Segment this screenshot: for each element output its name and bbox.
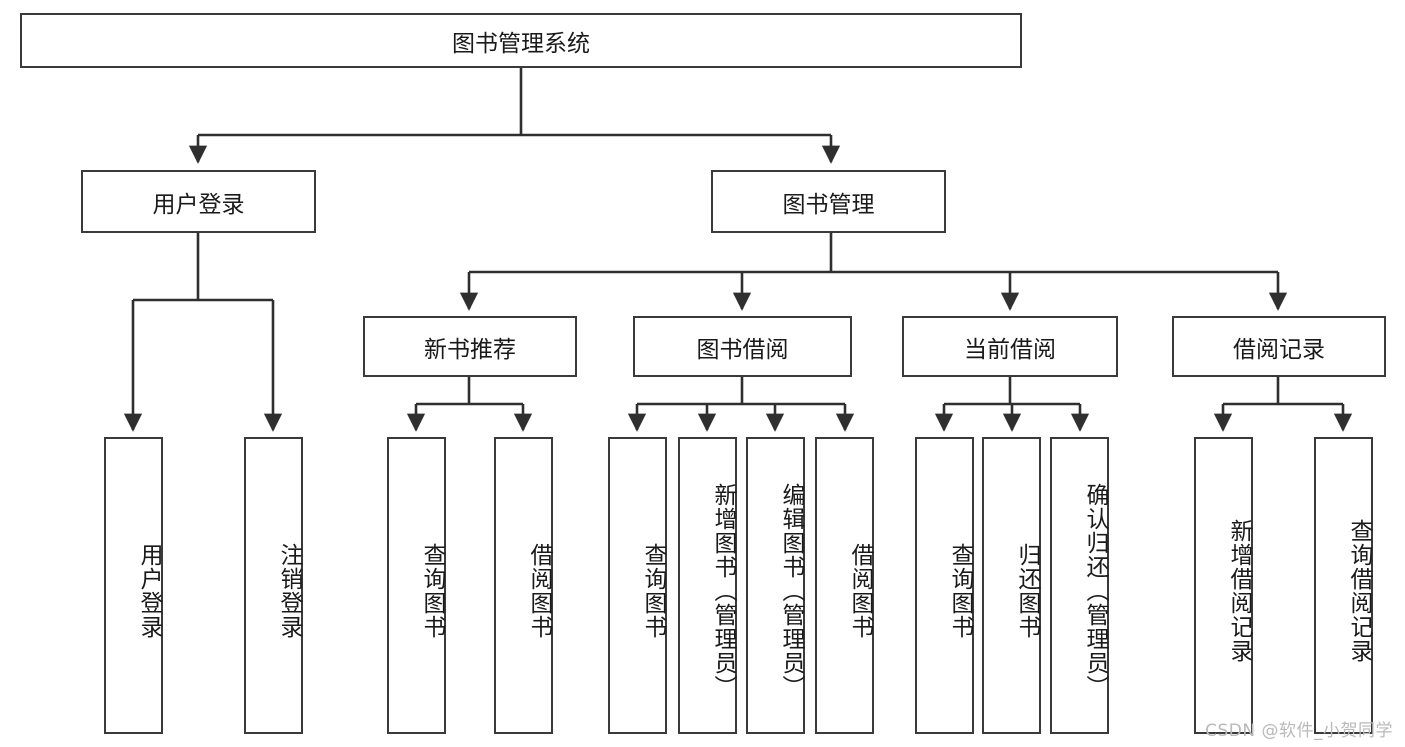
leaf-recommend-borrow-book[interactable]: 借阅图书 [494,437,553,734]
node-label: 图书管理 [782,191,875,218]
node-label: 查询图书 [419,542,445,639]
node-label: 查询图书 [640,542,666,639]
node-label: 新书推荐 [424,336,516,363]
node-label: 查询借阅记录 [1346,518,1372,663]
node-label: 注销登录 [276,542,302,639]
node-label: 借阅记录 [1233,336,1325,363]
node-label: 新增借阅记录 [1226,518,1252,663]
node-book-borrow[interactable]: 图书借阅 [633,316,852,377]
leaf-borrow-edit-book-admin[interactable]: 编辑图书（管理员） [746,437,805,734]
node-book-management[interactable]: 图书管理 [711,170,946,233]
node-label: 借阅图书 [847,542,873,639]
leaf-borrow-query-book[interactable]: 查询图书 [608,437,667,734]
leaf-current-confirm-return-admin[interactable]: 确认归还（管理员） [1050,437,1109,734]
node-borrow-record[interactable]: 借阅记录 [1172,316,1386,377]
node-label: 图书管理系统 [452,30,590,57]
node-label: 用户登录 [152,191,245,218]
leaf-borrow-add-book-admin[interactable]: 新增图书（管理员） [678,437,737,734]
csdn-watermark: CSDN @软件_小贺同学 [1205,721,1393,741]
leaf-recommend-query-book[interactable]: 查询图书 [387,437,446,734]
leaf-borrow-borrow-book[interactable]: 借阅图书 [815,437,874,734]
node-new-book-recommend[interactable]: 新书推荐 [363,316,577,377]
leaf-current-query-book[interactable]: 查询图书 [915,437,974,734]
node-root-system[interactable]: 图书管理系统 [20,13,1022,68]
node-label: 借阅图书 [526,542,552,639]
leaf-user-login-login[interactable]: 用户登录 [104,437,163,734]
node-label: 查询图书 [947,542,973,639]
node-label: 图书借阅 [696,336,789,363]
node-label: 当前借阅 [964,336,1056,363]
node-current-borrow[interactable]: 当前借阅 [902,316,1118,377]
leaf-current-return-book[interactable]: 归还图书 [982,437,1041,734]
node-label: 编辑图书（管理员） [778,482,804,699]
node-user-login[interactable]: 用户登录 [81,170,316,233]
node-label: 新增图书（管理员） [710,482,736,699]
leaf-record-query-record[interactable]: 查询借阅记录 [1314,437,1373,734]
node-label: 用户登录 [136,542,162,639]
leaf-record-add-record[interactable]: 新增借阅记录 [1194,437,1253,734]
node-label: 归还图书 [1014,542,1040,639]
node-label: 确认归还（管理员） [1082,482,1108,699]
leaf-user-login-logout[interactable]: 注销登录 [244,437,303,734]
